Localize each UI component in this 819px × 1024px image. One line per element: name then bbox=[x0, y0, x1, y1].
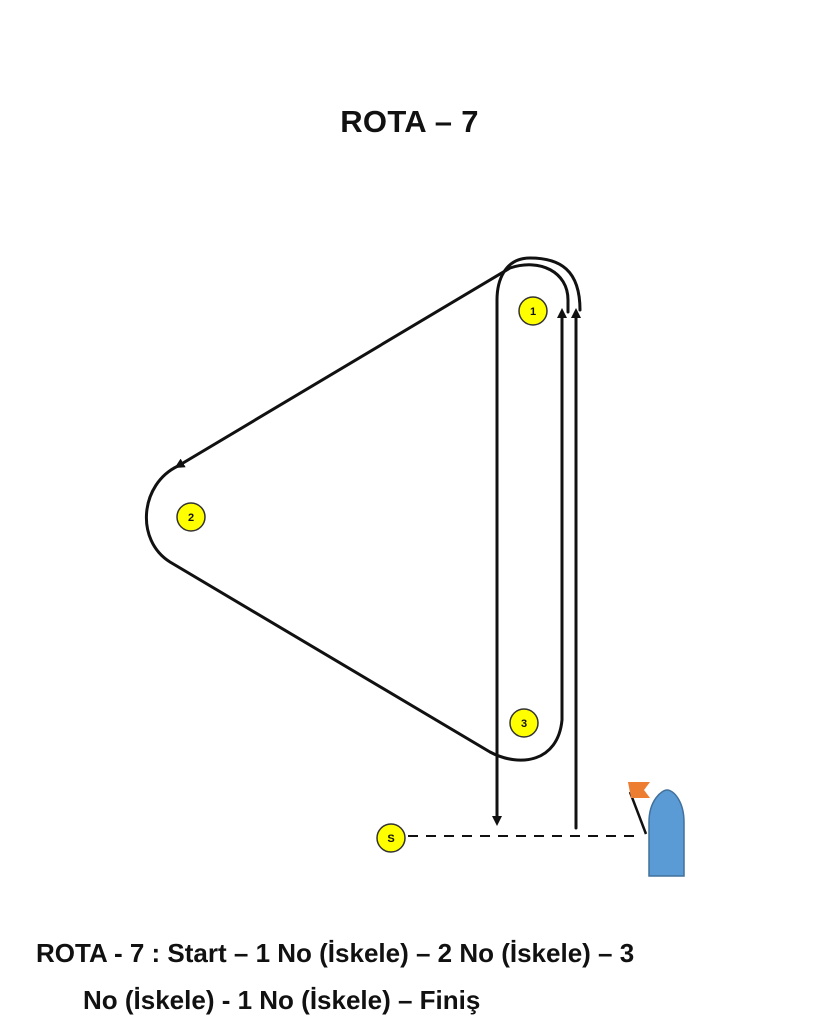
mark-3-label: 3 bbox=[521, 718, 527, 730]
route-leg-1-to-2 bbox=[174, 263, 570, 469]
committee-boat-hull bbox=[648, 789, 685, 877]
mark-2-label: 2 bbox=[188, 512, 194, 524]
mark-3: 3 bbox=[509, 708, 539, 738]
start-mark: S bbox=[376, 823, 406, 853]
route-top-loop bbox=[495, 256, 582, 312]
mark-1-label: 1 bbox=[530, 306, 536, 318]
flag-pole bbox=[628, 791, 648, 835]
start-mark-label: S bbox=[387, 833, 394, 845]
mark-2: 2 bbox=[176, 502, 206, 532]
page-title: ROTA – 7 bbox=[340, 104, 479, 139]
committee-boat bbox=[628, 782, 685, 877]
mark-1: 1 bbox=[518, 296, 548, 326]
course-description: ROTA - 7 : Start – 1 No (İskele) – 2 No … bbox=[30, 930, 800, 1024]
course-description-line-2: No (İskele) - 1 No (İskele) – Finiş bbox=[83, 985, 481, 1015]
route-leg-2-to-3 bbox=[145, 308, 567, 762]
course-description-line-1: ROTA - 7 : Start – 1 No (İskele) – 2 No … bbox=[36, 938, 635, 968]
flag-icon bbox=[628, 782, 650, 798]
